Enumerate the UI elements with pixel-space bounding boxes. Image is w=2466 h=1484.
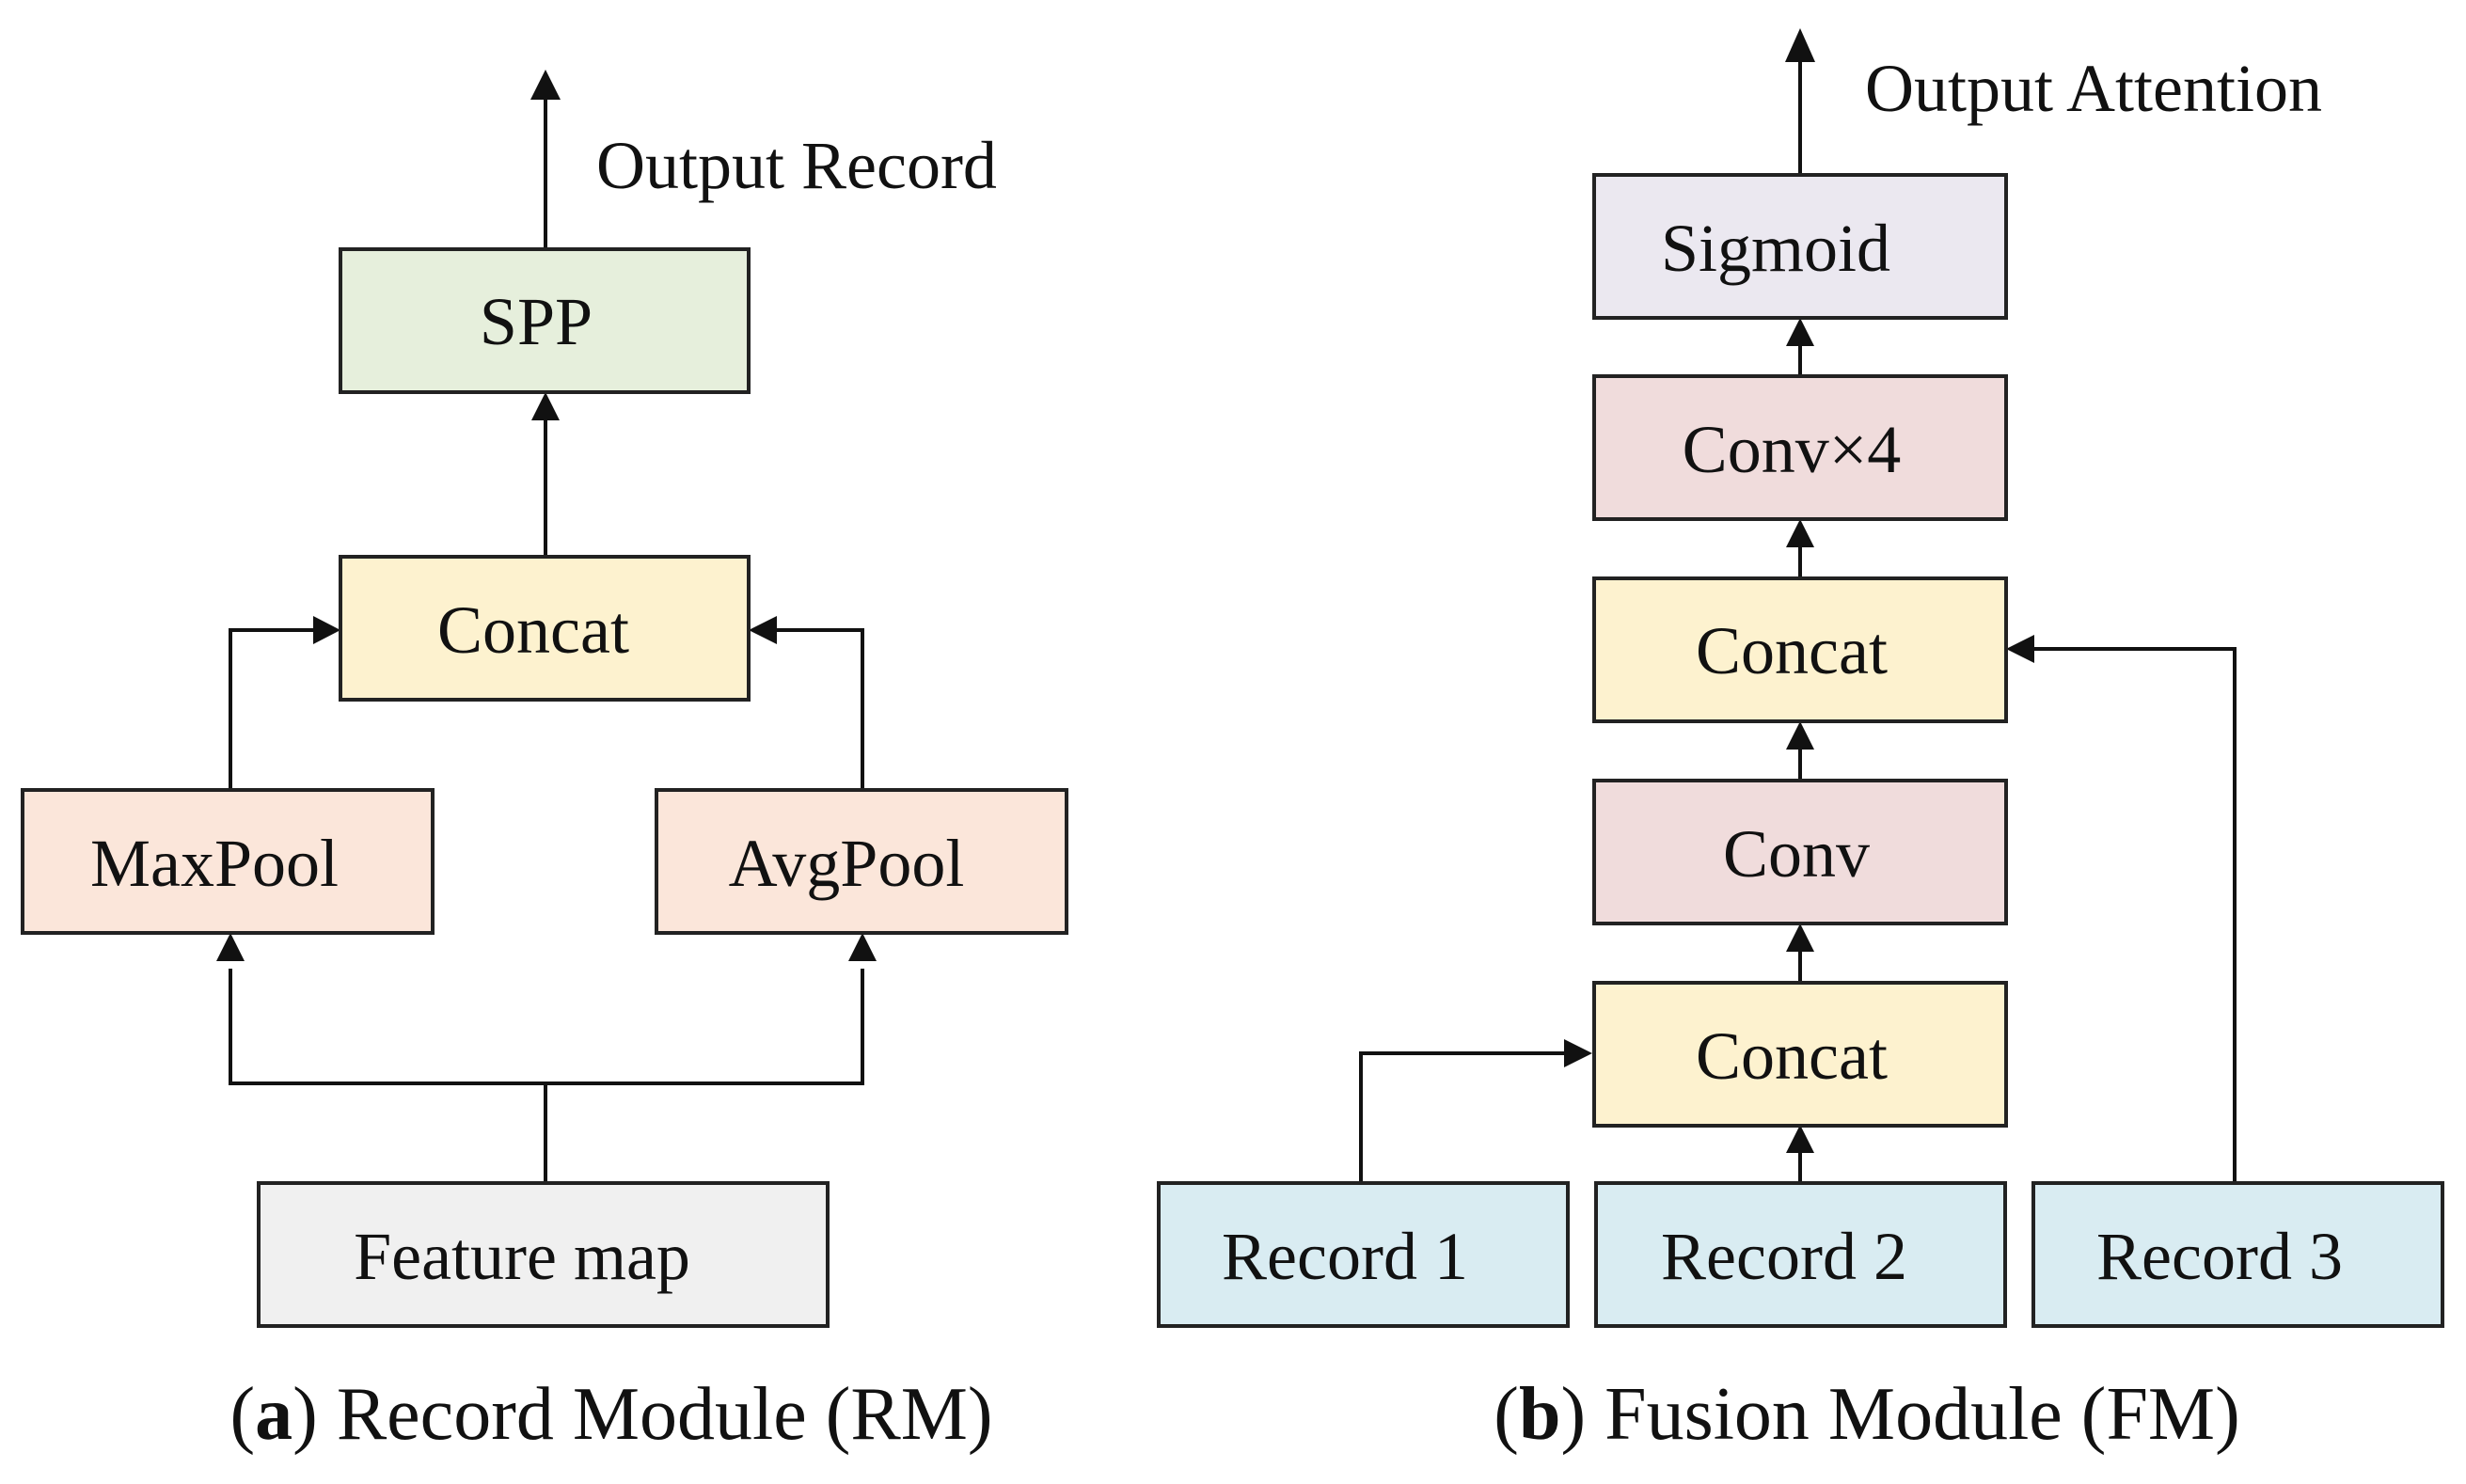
conv4-node: Conv×4 [1592,374,2008,521]
rm-concat-to-spp-head [531,392,560,420]
spp-box [339,247,751,394]
rm-caption-text: Record Module (RM) [337,1373,993,1456]
conv-label: Conv [1723,816,1870,892]
rm-caption: (a) Record Module (RM) [230,1373,993,1456]
rm-concat-node: Concat [339,555,751,702]
spp-node: SPP [339,247,751,394]
rm-output-label: Output Record [596,128,997,203]
fm-caption-open-paren: ( [1494,1373,1519,1456]
record1-node: Record 1 [1157,1181,1570,1328]
feature-map-node: Feature map [257,1181,830,1328]
rm-concat-box [339,555,751,702]
rm-avgpool-to-concat-line [769,628,864,790]
fusion-module: Output Attention Sigmoid Conv×4 Concat C… [1157,28,2444,1456]
rm-caption-open-paren: ( [230,1373,256,1456]
record2-box [1594,1181,2007,1328]
fm-caption-close-paren: ) [1560,1373,1604,1456]
fm-concat-upper-node: Concat [1592,576,2008,723]
rm-to-maxpool-head [216,933,245,961]
avgpool-node: AvgPool [655,788,1068,935]
fm-conv-to-concat-head [1786,721,1814,750]
record3-label: Record 3 [2096,1219,2343,1294]
conv-box [1592,779,2008,925]
fm-concat-upper-label: Concat [1696,613,1888,688]
feature-map-label: Feature map [354,1219,690,1294]
record3-node: Record 3 [2031,1181,2444,1328]
record2-label: Record 2 [1661,1219,1907,1294]
fm-caption-letter: b [1519,1373,1561,1456]
rm-output-arrow-head [530,70,561,100]
record2-node: Record 2 [1594,1181,2007,1328]
record1-box [1157,1181,1570,1328]
fm-concat-lower-box [1592,981,2008,1128]
fm-record3-to-concat-line [2027,647,2237,1183]
maxpool-node: MaxPool [21,788,435,935]
rm-caption-close-paren: ) [292,1373,337,1456]
sigmoid-box [1592,173,2008,320]
fm-caption-text: Fusion Module (FM) [1604,1373,2240,1456]
record3-box [2031,1181,2444,1328]
fm-conv4-to-sigmoid-head [1786,318,1814,346]
conv4-box [1592,374,2008,521]
fm-concat-to-conv4-head [1786,519,1814,547]
conv-node: Conv [1592,779,2008,925]
rm-maxpool-to-concat-line [229,628,320,790]
rm-avgpool-to-concat-head [749,616,777,644]
sigmoid-label: Sigmoid [1661,211,1890,286]
fm-concat-upper-box [1592,576,2008,723]
rm-maxpool-to-concat-head [313,616,340,644]
record1-label: Record 1 [1222,1219,1468,1294]
maxpool-box [21,788,435,935]
fm-record2-to-concat-head [1786,1125,1814,1153]
fm-record1-to-concat-head [1564,1039,1592,1067]
rm-connectors [216,70,877,1183]
rm-split-bar [229,969,864,1085]
fm-output-arrow-head [1785,28,1815,62]
avgpool-box [655,788,1068,935]
fm-record1-to-concat-line [1359,1051,1571,1183]
maxpool-label: MaxPool [90,826,339,901]
fm-connectors [1359,28,2237,1183]
conv4-label: Conv×4 [1683,412,1902,487]
rm-caption-letter: a [255,1373,292,1456]
spp-label: SPP [480,284,593,359]
feature-map-box [257,1181,830,1328]
rm-to-avgpool-head [848,933,877,961]
avgpool-label: AvgPool [729,826,965,901]
sigmoid-node: Sigmoid [1592,173,2008,320]
fm-caption: (b) Fusion Module (FM) [1494,1373,2239,1456]
record-module: Output Record SPP Concat MaxPool AvgPool… [21,70,1068,1456]
fm-output-label: Output Attention [1865,51,2322,126]
rm-concat-label: Concat [437,592,629,668]
fm-concat-lower-label: Concat [1696,1018,1888,1094]
fm-concat-to-conv-head [1786,924,1814,952]
fm-concat-lower-node: Concat [1592,981,2008,1128]
fm-record3-to-concat-head [2006,635,2034,663]
